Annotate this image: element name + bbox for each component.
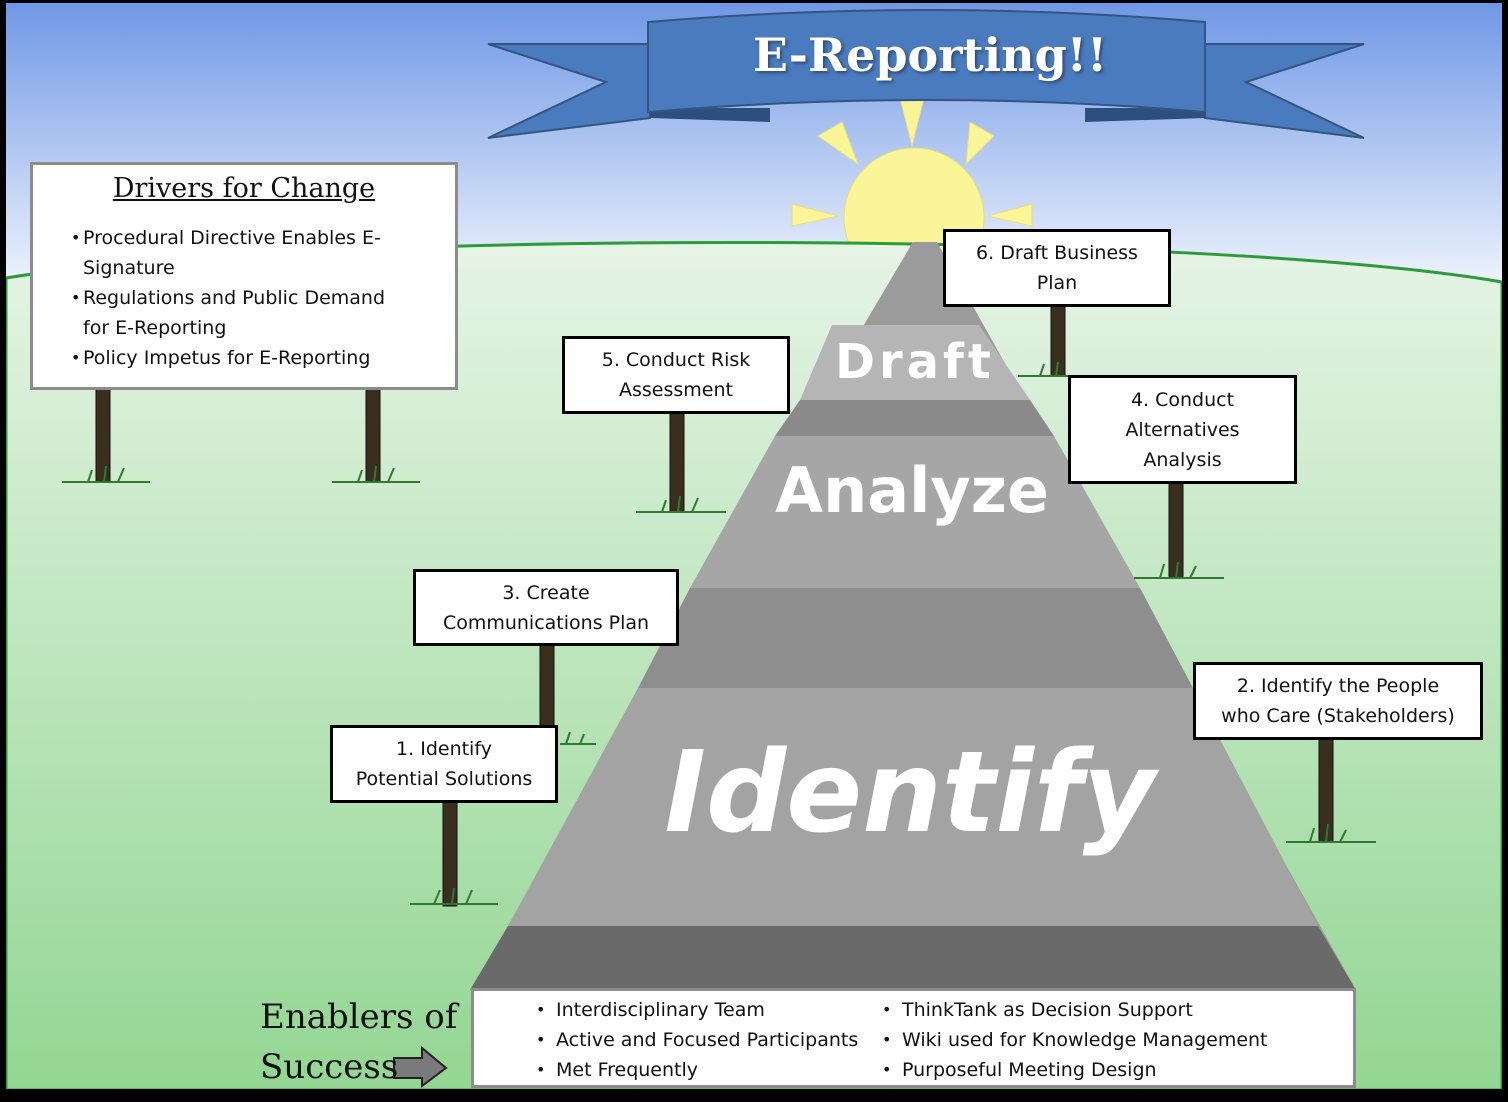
arrow-right-icon [393,1045,448,1088]
step-1-sign: 1. Identify Potential Solutions [330,725,558,803]
enablers-list-right: ThinkTank as Decision Support Wiki used … [882,995,1268,1085]
step-6-sign: 6. Draft Business Plan [943,229,1171,307]
driver-item: Policy Impetus for E-Reporting [71,343,431,373]
stage-draft: Draft [835,334,995,390]
driver-item: Procedural Directive Enables E- Signatur… [71,223,431,283]
enabler-item: ThinkTank as Decision Support [882,995,1268,1025]
drivers-title: Drivers for Change [112,173,376,204]
enabler-item: Interdisciplinary Team [536,995,858,1025]
enabler-item: Wiki used for Knowledge Management [882,1025,1268,1055]
step-5-sign: 5. Conduct Risk Assessment [562,336,790,414]
enabler-item: Active and Focused Participants [536,1025,858,1055]
drivers-for-change-sign: Drivers for Change Procedural Directive … [30,162,458,390]
enabler-item: Purposeful Meeting Design [882,1055,1268,1085]
title-banner [487,9,1365,139]
step-2-sign: 2. Identify the People who Care (Stakeho… [1193,662,1483,740]
driver-item: Regulations and Public Demand for E-Repo… [71,283,431,343]
step-4-sign: 4. Conduct Alternatives Analysis [1068,375,1297,484]
stage-identify: Identify [664,728,1156,858]
stage-analyze: Analyze [775,454,1049,527]
enabler-item: Met Frequently [536,1055,858,1085]
banner-title: E-Reporting!! [752,28,1108,82]
drivers-list: Procedural Directive Enables E- Signatur… [71,223,431,373]
enablers-label: Enablers of Success [260,997,458,1087]
road [470,242,1356,990]
step-3-sign: 3. Create Communications Plan [413,569,679,646]
enablers-box: Interdisciplinary Team Active and Focuse… [471,988,1356,1088]
enablers-list-left: Interdisciplinary Team Active and Focuse… [536,995,858,1085]
